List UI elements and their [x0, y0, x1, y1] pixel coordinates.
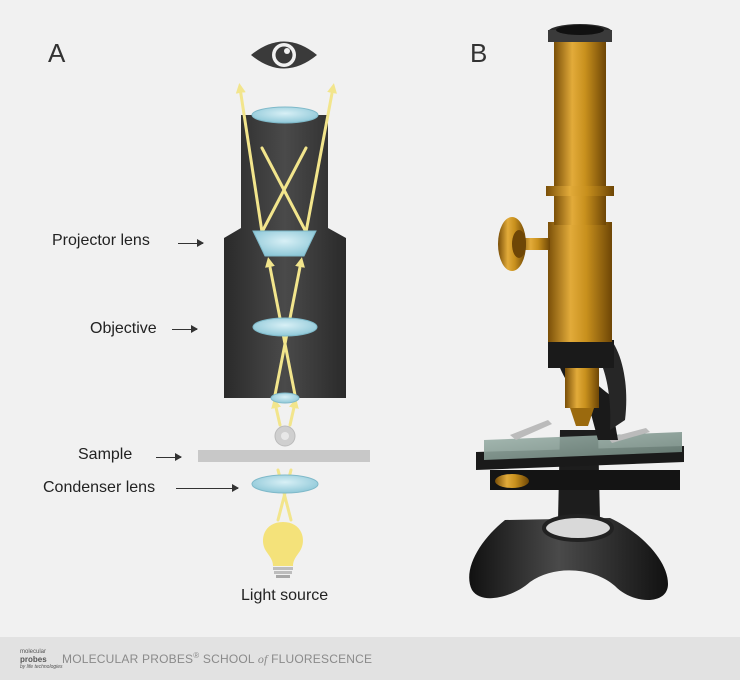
fine-focus-knob [495, 474, 529, 488]
draw-tube [554, 40, 606, 225]
body-tube-lower [548, 222, 612, 342]
footer-brand: MOLECULAR PROBES [62, 652, 193, 666]
footer-of: of [258, 652, 268, 666]
footer-fluorescence: FLUORESCENCE [268, 652, 373, 666]
mirror [544, 516, 612, 540]
molecular-probes-logo: molecular probes by life technologies [20, 649, 54, 669]
logo-line-3: by life technologies [20, 664, 63, 670]
footer-school: SCHOOL [199, 652, 258, 666]
footer-bar: molecular probes by life technologies MO… [0, 637, 740, 680]
objective-barrel [565, 368, 599, 408]
antique-microscope-illustration [0, 0, 740, 637]
logo-line-2: probes [20, 655, 47, 664]
footer-brand-text: MOLECULAR PROBES® SCHOOL of FLUORESCENCE [62, 651, 372, 667]
stage-clip-left [510, 420, 552, 440]
